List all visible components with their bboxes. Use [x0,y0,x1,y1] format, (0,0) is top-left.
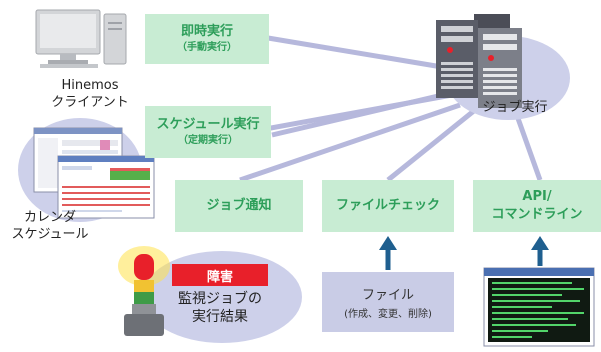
fault-badge-text: 障害 [206,269,233,285]
client-pc-icon [35,9,127,68]
fault-badge: 障害 [172,264,268,286]
job-notify-box: ジョブ通知 [175,180,303,232]
monitor-result-line1: 監視ジョブの [178,291,262,307]
schedule-run-title: スケジュール実行 [156,117,260,133]
client-label: Hinemos クライアント [40,78,140,112]
file-event-title: ファイル [361,288,414,303]
schedule-run-subtitle: （定期実行） [178,135,238,147]
immediate-run-box: 即時実行 （手動実行） [145,14,269,64]
connector-file-check [386,108,477,182]
connector-api [512,109,543,181]
server-icon [436,14,522,108]
file-event-subtitle: (作成、変更、削除) [344,309,432,320]
calendar-label: カレンダ スケジュール [0,210,100,244]
server-label: ジョブ実行 [470,100,560,117]
connector-job-notify [239,102,461,183]
job-notify-title: ジョブ通知 [206,198,272,214]
calendar-label-line1: カレンダ [23,210,76,225]
immediate-run-title: 即時実行 [180,24,233,40]
monitor-result-line2: 実行結果 [192,309,248,326]
api-command-box: API/ コマンドライン [473,180,601,232]
schedule-run-box: スケジュール実行 （定期実行） [145,106,271,158]
client-label-line2: クライアント [51,94,129,110]
server-label-text: ジョブ実行 [482,100,548,115]
file-check-box: ファイルチェック [322,180,454,232]
connector-immediate [267,35,461,73]
client-label-line1: Hinemos [61,78,119,93]
signal-tower-icon [118,246,170,336]
terminal-screenshot-icon [483,267,595,347]
arrow-file-to-check [379,236,397,270]
arrow-terminal-to-api [531,236,549,266]
calendar-screenshot-icon [33,127,155,219]
api-title: API/ [522,189,552,205]
immediate-run-subtitle: （手動実行） [177,42,237,54]
monitor-result-label: 監視ジョブの 実行結果 [168,290,272,326]
command-line-title: コマンドライン [491,207,583,222]
file-event-box: ファイル (作成、変更、削除) [322,272,454,332]
file-check-title: ファイルチェック [335,198,440,214]
calendar-label-line2: スケジュール [11,226,89,242]
